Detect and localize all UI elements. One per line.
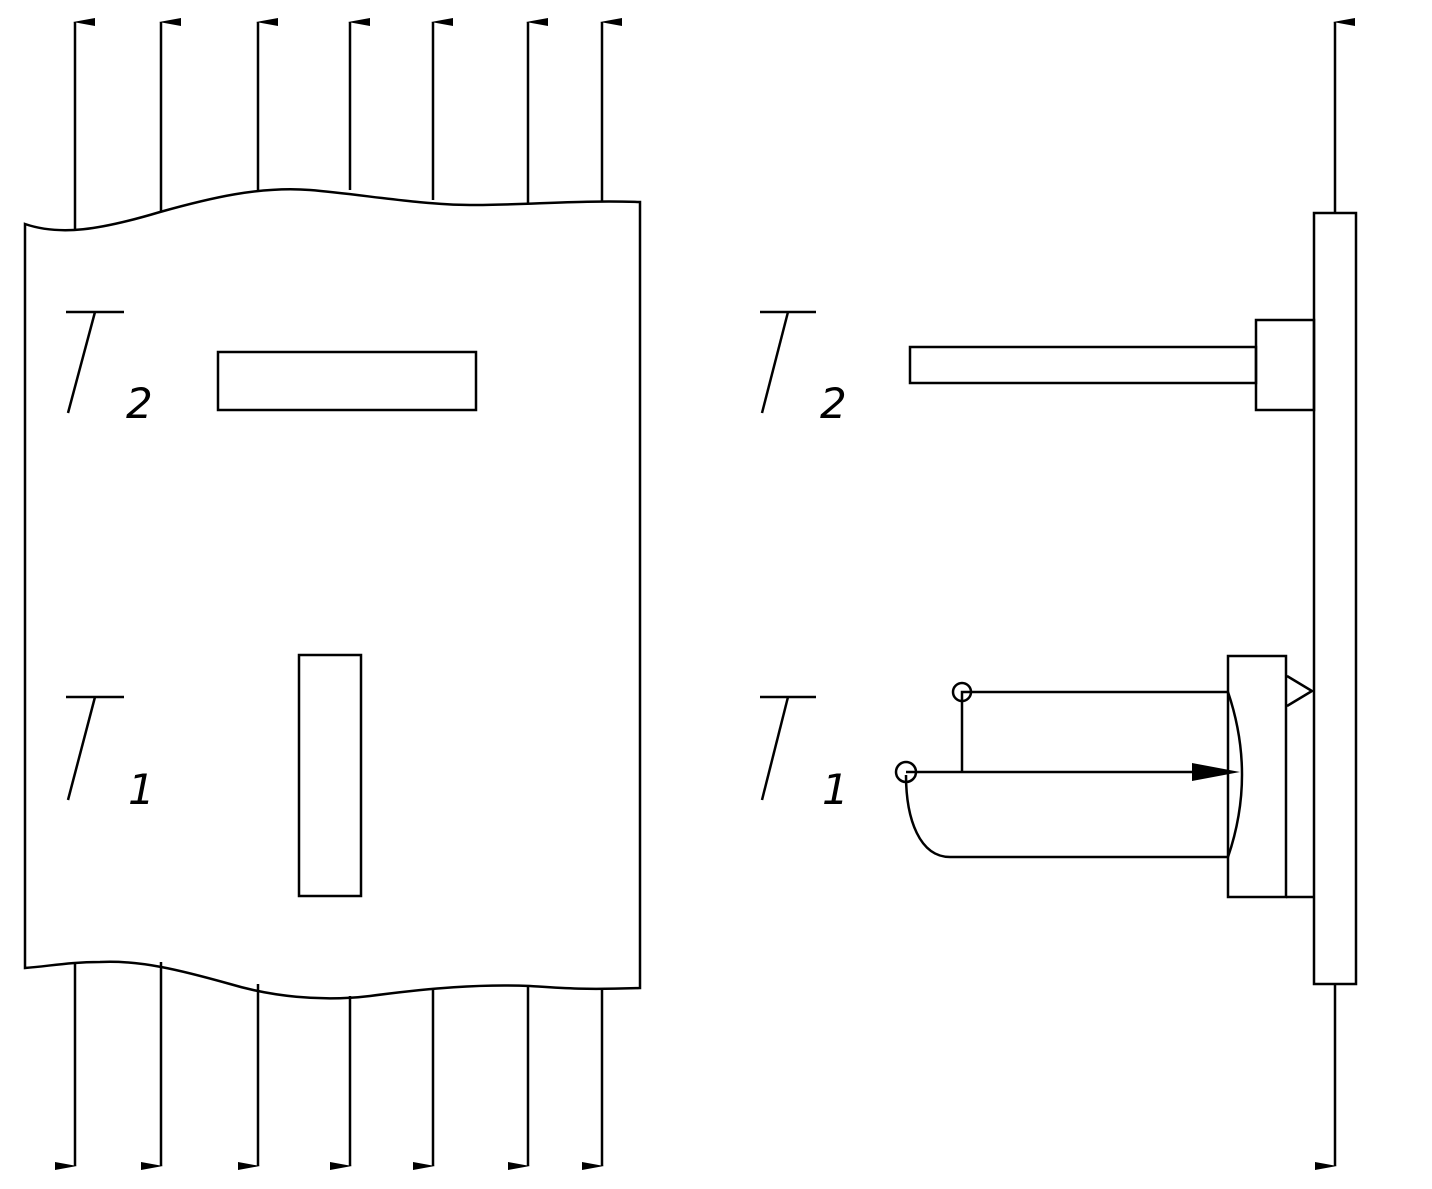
transducer-lower [904, 774, 1228, 859]
block-top [1254, 318, 1316, 412]
pin-upper [951, 681, 973, 703]
slot-horizontal [216, 350, 478, 412]
beam-arrowhead [1192, 763, 1240, 781]
plate-outline [23, 187, 642, 1000]
label-right-bottom: 1 [760, 695, 849, 814]
label-right-top: 2 [760, 310, 847, 428]
label-subscript: 2 [820, 379, 847, 428]
label-t-stem [760, 696, 790, 801]
label-left-bottom: 1 [66, 695, 155, 814]
transducer-curve [1226, 691, 1244, 858]
side-plate [1312, 211, 1358, 986]
label-t-stem [66, 311, 97, 414]
plate-specimen [23, 187, 642, 1000]
probe-bar [908, 345, 1258, 385]
label-left-top: 2 [66, 310, 153, 428]
side-view [894, 18, 1358, 1170]
slot-vertical [297, 653, 363, 898]
transducer-body [960, 690, 1228, 772]
tension-arrows-bottom [55, 962, 604, 1170]
tension-arrows-top [73, 18, 622, 230]
label-t-stem [760, 311, 790, 414]
block-bottom [1226, 654, 1288, 899]
label-t-stem [66, 696, 97, 801]
label-subscript: 2 [126, 379, 153, 428]
wedge-triangle [1286, 674, 1315, 708]
label-subscript: 1 [822, 765, 849, 814]
label-subscript: 1 [128, 765, 155, 814]
